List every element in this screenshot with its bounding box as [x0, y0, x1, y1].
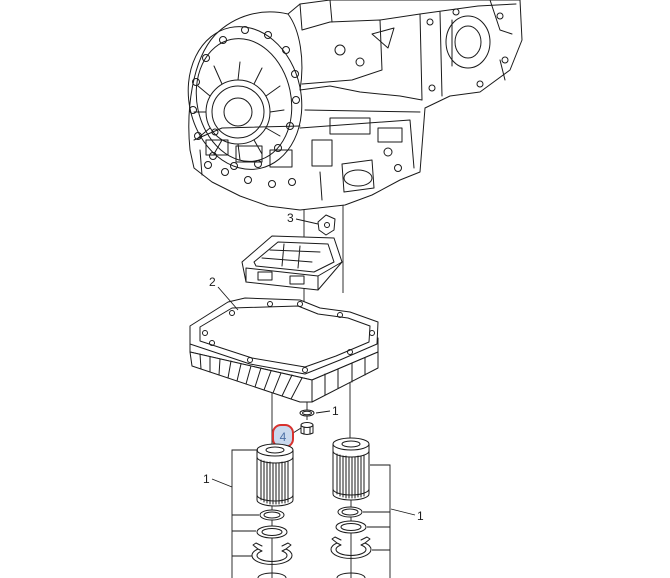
- callout-4-badge[interactable]: 4: [272, 424, 294, 448]
- rear-flange-detail: [439, 0, 513, 97]
- module-connector: [257, 271, 273, 281]
- leader-line: [295, 218, 319, 225]
- callout-4[interactable]: 4: [280, 430, 287, 444]
- hub-ring: [211, 85, 265, 139]
- o-ring-inner: [263, 511, 281, 519]
- lower-part: [257, 572, 287, 578]
- lower-pad: [311, 139, 333, 167]
- lower-boss: [394, 164, 402, 172]
- gasket-outer: [189, 297, 379, 375]
- seal-set-left: [251, 509, 293, 578]
- module-edge: [245, 261, 343, 291]
- callout-1-seal[interactable]: 1: [332, 404, 339, 418]
- filter-body: [332, 443, 370, 501]
- lower-pad: [377, 127, 403, 143]
- valve-pad: [269, 149, 293, 168]
- o-ring: [335, 520, 367, 534]
- lower-boss: [383, 147, 393, 157]
- leader-line: [390, 508, 416, 516]
- callout-2[interactable]: 2: [209, 275, 216, 289]
- control-module: [241, 235, 343, 291]
- oil-filter-right: [332, 437, 370, 501]
- oil-pan-gasket: [189, 297, 379, 375]
- group-bracket-right: [363, 464, 391, 578]
- filter-bore: [265, 446, 285, 454]
- rear-flange-ring: [445, 15, 491, 69]
- valve-pad: [235, 145, 263, 163]
- o-ring-inner: [341, 508, 359, 516]
- module-inner: [253, 241, 335, 273]
- bell-flange: [187, 26, 303, 170]
- o-ring: [256, 525, 288, 539]
- group-bracket-left: [231, 449, 259, 578]
- flange-bolts: [189, 26, 300, 170]
- filter-base-band: [332, 488, 370, 496]
- filter-bore: [341, 440, 361, 448]
- filter-pleats: [336, 453, 365, 499]
- lower-right-block: [299, 119, 415, 201]
- callout-1-right[interactable]: 1: [417, 509, 424, 523]
- valve-housing: [193, 125, 301, 176]
- callout-1-left[interactable]: 1: [203, 472, 210, 486]
- seal-set-right: [330, 506, 372, 578]
- o-ring-inner: [340, 523, 362, 531]
- case-midline: [299, 85, 423, 113]
- bracket-hole: [324, 222, 330, 228]
- module-detail: [261, 243, 321, 269]
- filter-body: [256, 449, 294, 507]
- drain-plug-flats: [303, 426, 311, 435]
- drain-plug-assembly: [299, 409, 315, 435]
- leader-line: [315, 410, 331, 414]
- gasket-holes: [202, 301, 375, 373]
- transmission-housing: [187, 0, 523, 211]
- lower-part: [336, 572, 366, 578]
- part-bracket: [317, 214, 336, 236]
- rear-flange-bore: [454, 25, 482, 59]
- filter-top: [256, 443, 294, 457]
- leader-line: [217, 286, 239, 311]
- housing-edge: [287, 13, 303, 91]
- hub-center: [223, 97, 253, 127]
- valve-pad: [205, 139, 229, 156]
- case-mark: [371, 27, 395, 49]
- filter-base-band: [256, 494, 294, 502]
- retaining-clip: [330, 536, 372, 559]
- housing-outline: [188, 0, 523, 211]
- leader-line: [292, 427, 302, 434]
- case-boss: [355, 57, 365, 67]
- sensor-cap: [343, 169, 373, 187]
- pan-ribs: [199, 353, 366, 400]
- module-connector: [289, 275, 305, 285]
- sensor-body: [341, 159, 375, 193]
- leader-line: [211, 478, 233, 488]
- filter-cap-band: [256, 456, 294, 464]
- filter-top: [332, 437, 370, 451]
- case-boss: [334, 44, 346, 56]
- valve-bolts: [204, 128, 296, 188]
- filter-pleats: [260, 459, 289, 505]
- rear-bolts: [426, 8, 509, 92]
- drain-plug-head: [300, 422, 314, 428]
- flange-ribs: [193, 61, 285, 161]
- bracket-body: [317, 214, 336, 236]
- seal-ring-inner: [302, 410, 312, 416]
- oil-filter-left: [256, 443, 294, 507]
- retaining-clip: [251, 542, 293, 565]
- rear-flange: [419, 3, 517, 15]
- callout-3[interactable]: 3: [287, 211, 294, 225]
- o-ring-inner: [261, 528, 283, 536]
- filter-cap-band: [332, 450, 370, 458]
